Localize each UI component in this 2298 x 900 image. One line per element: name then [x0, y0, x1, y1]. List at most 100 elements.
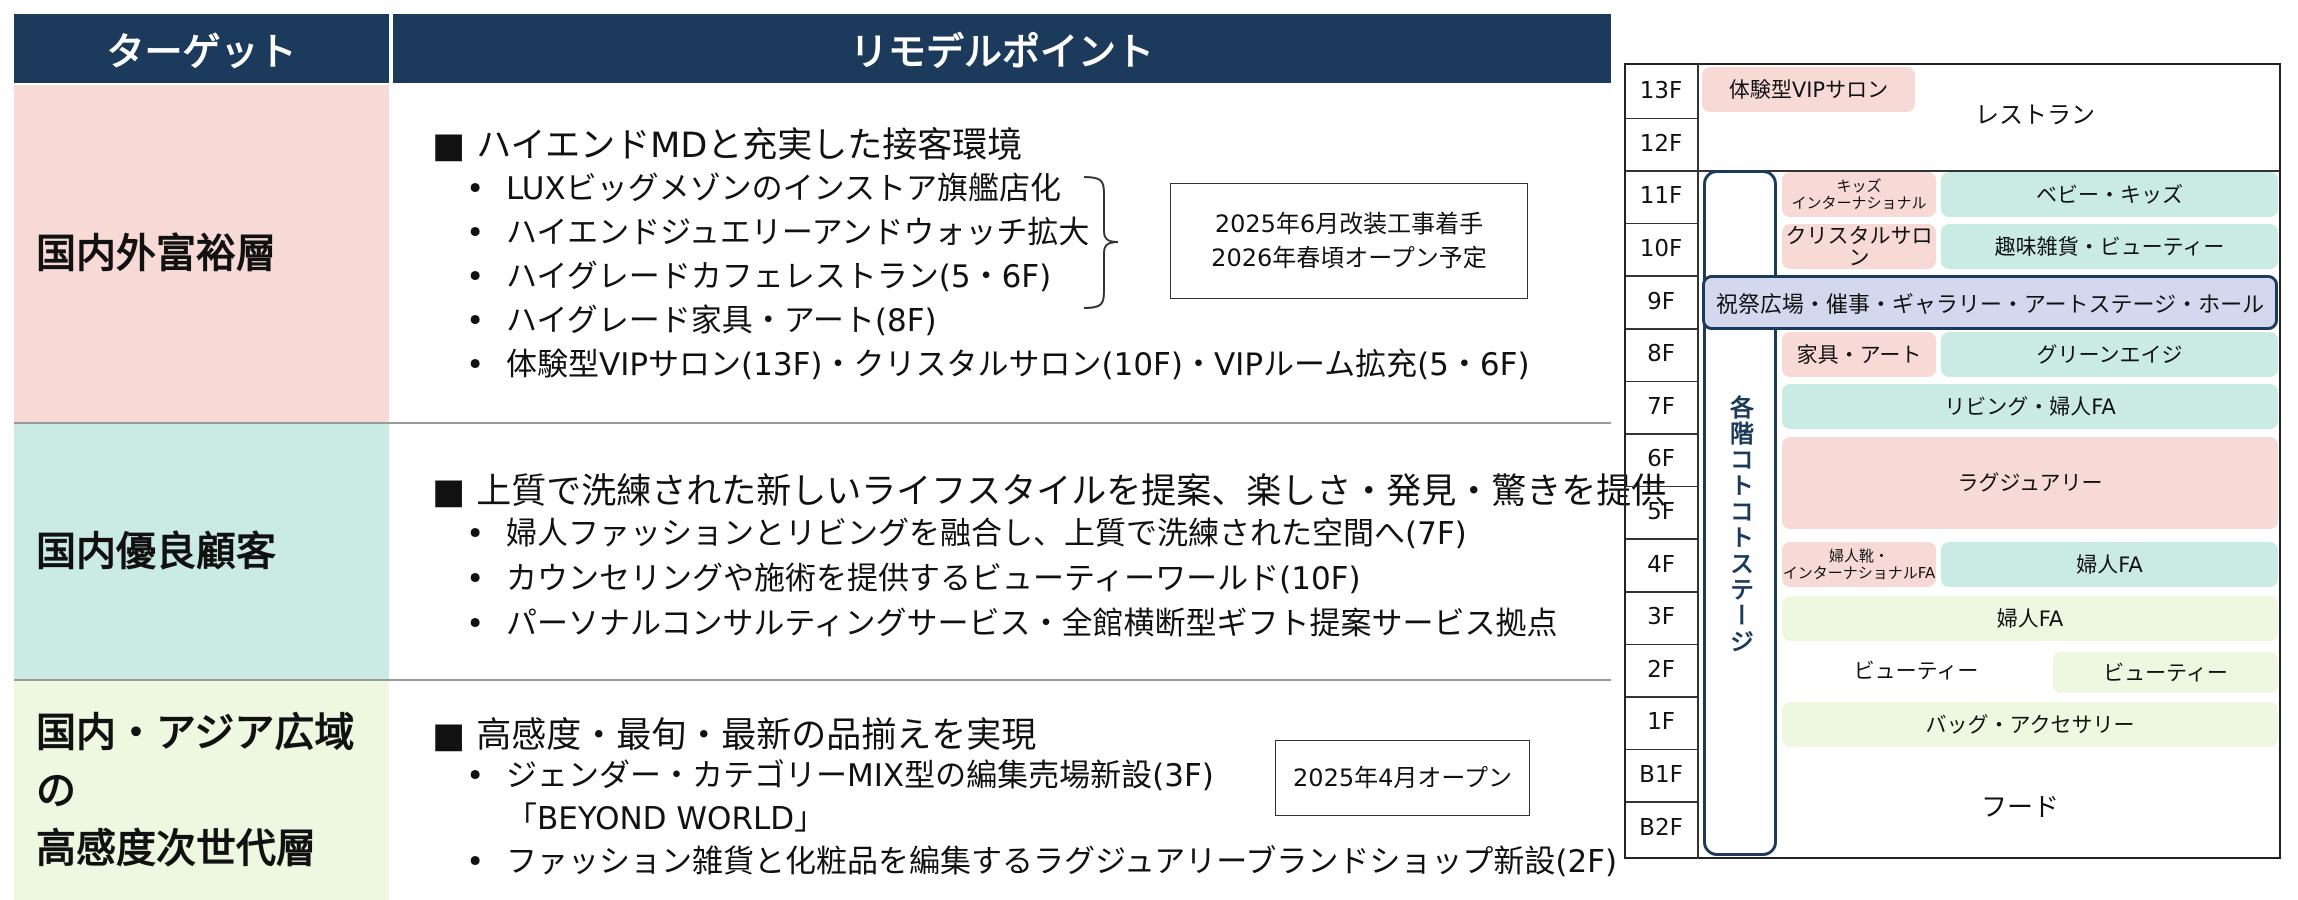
floor-divider: [1626, 328, 1697, 330]
cell-hobby-beauty-label: 趣味雑貨・ビューティー: [1994, 234, 2225, 259]
cell-restaurant-label: レストラン: [1975, 101, 2095, 129]
list-item: 「BEYOND WORLD」: [466, 798, 1617, 841]
cell-bag-acc-label: バッグ・アクセサリー: [1925, 712, 2135, 737]
cell-beauty-left-label: ビューティー: [1853, 658, 1979, 683]
floor-divider: [1626, 801, 1697, 803]
cell-womens-shoes-line1: 婦人靴・: [1828, 546, 1889, 565]
floor-divider: [1626, 117, 1697, 120]
floor-divider: [1626, 748, 1697, 751]
stage-label-wrap: 各階コトコトステージ: [1703, 395, 1777, 655]
header-target-label: ターゲット: [106, 30, 297, 74]
cell-green-age-label: グリーンエイジ: [2036, 342, 2183, 367]
cell-hobby-beauty: 趣味雑貨・ビューティー: [1941, 224, 2278, 269]
list-item: カウンセリングや施術を提供するビューティーワールド(10F): [466, 557, 1558, 602]
list-item: ハイグレードカフェレストラン(5・6F): [466, 255, 1530, 299]
floor-label: 1F: [1647, 709, 1675, 736]
cell-womens-fa-3f: 婦人FA: [1782, 596, 2278, 641]
floor-divider: [1626, 538, 1697, 540]
cell-luxury-label: ラグジュアリー: [1957, 471, 2103, 495]
list-item-continuation: 「BEYOND WORLD」: [506, 801, 826, 837]
cell-womens-shoes-line2: インターナショナルFA: [1782, 563, 1936, 582]
cell-hall: 祝祭広場・催事・ギャラリー・アートステージ・ホール: [1702, 275, 2278, 330]
cell-luxury: ラグジュアリー: [1782, 437, 2278, 529]
header-target: ターゲット: [14, 14, 389, 83]
floor-divider: [1626, 222, 1697, 225]
list-item: LUXビッグメゾンのインストア旗艦店化: [466, 167, 1530, 211]
floor-label: 4F: [1647, 551, 1675, 578]
floor-label-divider: [1697, 63, 1699, 859]
list-item: ファッション雑貨と化粧品を編集するラグジュアリーブランドショップ新設(2F): [466, 841, 1617, 884]
list-item: パーソナルコンサルティングサービス・全館横断型ギフト提案サービス拠点: [466, 602, 1558, 647]
list-item: ハイエンドジュエリーアンドウォッチ拡大: [466, 211, 1530, 255]
row-divider-2: [14, 679, 1611, 681]
target-label-1: 国内外富裕層: [36, 230, 276, 277]
cell-crystal-salon-label: クリスタルサロン: [1785, 223, 1933, 270]
floor-label: 2F: [1647, 656, 1675, 683]
floor-divider: [1626, 433, 1697, 435]
floor-label: 12F: [1639, 130, 1683, 157]
floor-label: 10F: [1639, 236, 1683, 263]
cell-living-fa: リビング・婦人FA: [1782, 384, 2278, 429]
cell-kids-intl-line1: キッズ: [1836, 176, 1882, 195]
floor-label: 6F: [1647, 446, 1675, 473]
header-points: リモデルポイント: [393, 14, 1611, 83]
schedule-note-2: 2025年4月オープン: [1275, 740, 1530, 816]
floor-label: 8F: [1647, 341, 1675, 368]
floor-guide: [1624, 63, 2281, 859]
cell-womens-fa: 婦人FA: [1941, 542, 2278, 587]
cell-beauty-right: ビューティー: [2053, 652, 2278, 693]
floor-label: 13F: [1639, 78, 1683, 105]
cell-hall-label: 祝祭広場・催事・ギャラリー・アートステージ・ホール: [1715, 292, 2265, 318]
cell-womens-shoes: 婦人靴・ インターナショナルFA: [1782, 542, 1936, 587]
cell-baby-kids-label: ベビー・キッズ: [2036, 182, 2183, 207]
cell-food: フード: [1900, 778, 2140, 838]
cell-womens-fa-3f-label: 婦人FA: [1996, 606, 2064, 631]
floor-label: B2F: [1639, 814, 1683, 841]
schedule-note-1-line2: 2026年春頃オープン予定: [1211, 244, 1487, 272]
row3-heading: ■ 高感度・最旬・最新の品揃えを実現: [432, 716, 1037, 756]
row3-bullets: ジェンダー・カテゴリーMIX型の編集売場新設(3F) 「BEYOND WORLD…: [466, 755, 1617, 884]
list-item: ハイグレード家具・アート(8F): [466, 299, 1530, 343]
schedule-note-2-line1: 2025年4月オープン: [1293, 764, 1512, 792]
cell-baby-kids: ベビー・キッズ: [1941, 172, 2278, 217]
list-item: ジェンダー・カテゴリーMIX型の編集売場新設(3F): [466, 755, 1617, 798]
row1-heading: ■ ハイエンドMDと充実した接客環境: [432, 126, 1023, 166]
cell-beauty-right-label: ビューティー: [2103, 660, 2228, 685]
cell-bag-acc: バッグ・アクセサリー: [1782, 702, 2278, 747]
target-label-3a: 国内・アジア広域の: [36, 709, 355, 814]
list-item: 婦人ファッションとリビングを融合し、上質で洗練された空間へ(7F): [466, 512, 1558, 557]
cell-kids-intl-line2: インターナショナル: [1791, 193, 1927, 212]
row2-heading: ■ 上質で洗練された新しいライフスタイルを提案、楽しさ・発見・驚きを提供: [432, 472, 1667, 512]
curly-brace-icon: [1083, 176, 1119, 309]
header-points-label: リモデルポイント: [849, 30, 1154, 74]
floor-label: 7F: [1647, 393, 1675, 420]
cell-furniture-art-label: 家具・アート: [1796, 342, 1922, 367]
cell-vip-salon-label: 体験型VIPサロン: [1728, 77, 1889, 102]
target-cell-2: 国内優良顧客: [14, 424, 389, 679]
cell-beauty-left: ビューティー: [1782, 648, 2050, 693]
floor-divider: [1626, 380, 1697, 383]
floor-divider: [1626, 591, 1697, 593]
cell-crystal-salon: クリスタルサロン: [1782, 224, 1936, 269]
floor-divider: [1626, 696, 1697, 698]
target-label-3b: 高感度次世代層: [36, 825, 316, 872]
floor-label: 3F: [1647, 604, 1675, 631]
schedule-note-1-line1: 2025年6月改装工事着手: [1214, 210, 1484, 238]
floor-label: 11F: [1639, 183, 1683, 210]
target-label-2: 国内優良顧客: [36, 528, 276, 575]
floor-label: B1F: [1639, 762, 1683, 789]
cell-furniture-art: 家具・アート: [1782, 332, 1936, 377]
cell-kids-intl: キッズ インターナショナル: [1782, 172, 1936, 217]
stage-label: 各階コトコトステージ: [1725, 395, 1754, 655]
floor-label: 5F: [1647, 499, 1675, 526]
floor-divider: [1626, 485, 1697, 488]
floor-divider: [1626, 275, 1697, 277]
row1-bullets: LUXビッグメゾンのインストア旗艦店化 ハイエンドジュエリーアンドウォッチ拡大 …: [466, 167, 1530, 387]
list-item: 体験型VIPサロン(13F)・クリスタルサロン(10F)・VIPルーム拡充(5・…: [466, 343, 1530, 387]
cell-living-fa-label: リビング・婦人FA: [1944, 394, 2116, 419]
target-cell-3: 国内・アジア広域の 高感度次世代層: [14, 681, 389, 900]
cell-restaurant: レストラン: [1920, 85, 2150, 145]
floor-divider: [1626, 643, 1697, 646]
target-cell-1: 国内外富裕層: [14, 85, 389, 422]
row2-bullets: 婦人ファッションとリビングを融合し、上質で洗練された空間へ(7F) カウンセリン…: [466, 512, 1558, 647]
